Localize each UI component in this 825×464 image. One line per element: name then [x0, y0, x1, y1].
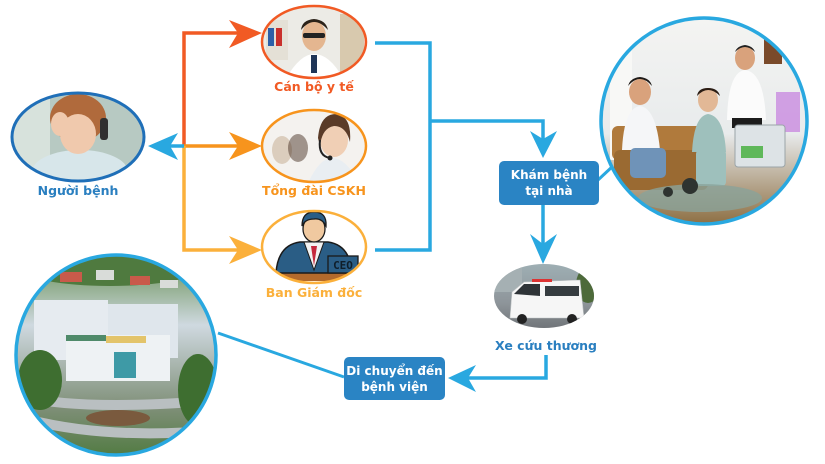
board-ring — [260, 209, 368, 285]
move-to-hospital-line2: bệnh viện — [361, 379, 428, 394]
call-center-photo — [262, 110, 366, 182]
home-visit-ring — [599, 16, 809, 226]
doctor-photo — [262, 6, 366, 78]
home-exam-box: Khám bệnh tại nhà — [499, 161, 599, 205]
arrow-head-ambulance — [530, 234, 557, 264]
arrow-head-patient — [148, 133, 178, 160]
ambulance-label: Xe cứu thương — [495, 338, 597, 353]
connector-home-photo — [596, 164, 615, 182]
medical-staff-label: Cán bộ y tế — [274, 79, 354, 94]
arrow-head-home-exam — [530, 131, 557, 158]
connector-medical-staff-out — [375, 41, 432, 252]
home-exam-line1: Khám bệnh — [510, 168, 588, 182]
arrow-head-medical-staff — [229, 20, 262, 48]
ceo-badge: CEO — [333, 259, 353, 272]
connector-to-medical-staff — [182, 31, 242, 148]
ceo-icon — [262, 211, 366, 283]
arrow-head-hospital-move — [448, 365, 476, 392]
connector-to-board — [182, 146, 242, 252]
hospital-ring — [14, 253, 218, 457]
ambulance-photo — [494, 264, 594, 328]
move-to-hospital-box: Di chuyển đến bệnh viện — [344, 357, 445, 400]
connector-to-home-exam — [430, 119, 545, 140]
connector-to-hospital-move — [460, 355, 548, 380]
patient-ring — [10, 91, 146, 183]
call-center-ring — [260, 108, 368, 184]
arrow-head-call-center — [229, 132, 262, 160]
home-exam-line2: tại nhà — [525, 184, 573, 198]
call-center-label: Tổng đài CSKH — [262, 183, 366, 198]
connector-hospital-photo — [217, 331, 345, 379]
arrow-head-board — [229, 236, 262, 264]
board-label: Ban Giám đốc — [265, 285, 363, 300]
doctor-ring — [260, 4, 368, 80]
patient-label: Người bệnh — [37, 183, 119, 198]
move-to-hospital-line1: Di chuyển đến — [346, 363, 443, 378]
